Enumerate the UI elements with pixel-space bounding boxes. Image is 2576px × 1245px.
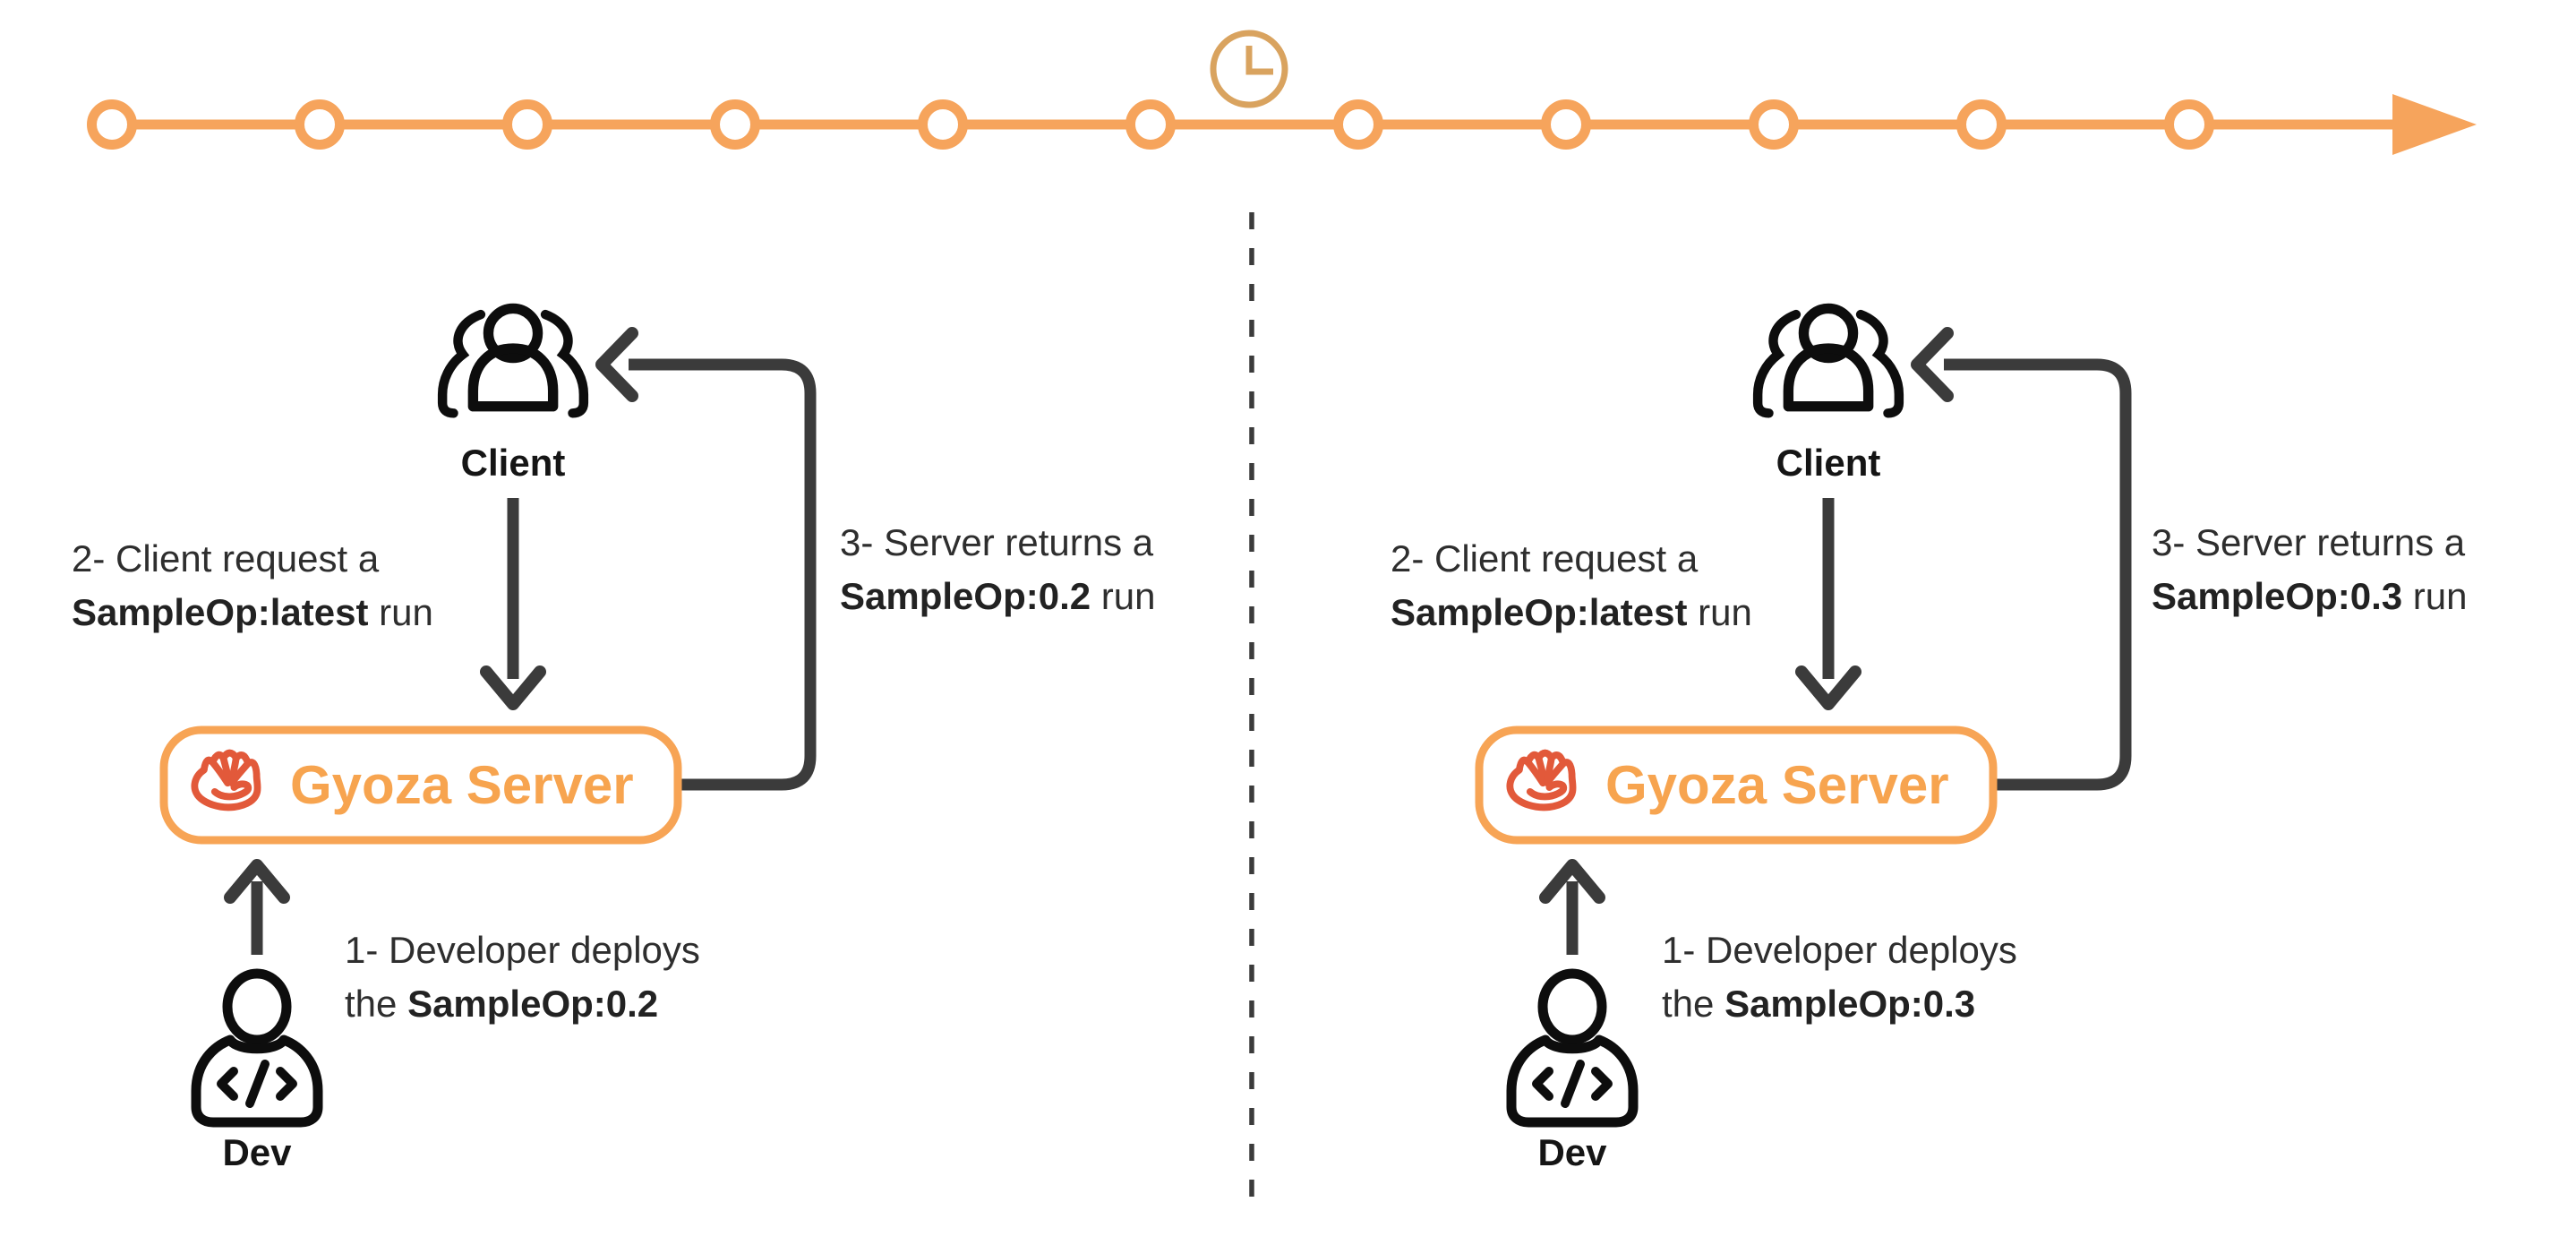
dev-label: Dev <box>222 1131 292 1173</box>
timeline-node-icon <box>1749 99 1799 150</box>
timeline-node-icon <box>295 99 345 150</box>
client-group-icon <box>1758 308 1899 413</box>
step1-line2: the SampleOp:0.3 <box>1662 983 1976 1025</box>
step1-text: 1- Developer deploys the SampleOp:0.2 <box>345 923 700 1031</box>
step3-line1: 3- Server returns a <box>2152 521 2466 563</box>
timeline-arrowhead-icon <box>2392 94 2477 155</box>
step2-line2: SampleOp:latest run <box>72 591 433 633</box>
timeline-node-icon <box>502 99 552 150</box>
timeline-nodes <box>87 99 2214 150</box>
timeline-node-icon <box>87 99 137 150</box>
timeline-node-icon <box>918 99 968 150</box>
flow-arrows <box>1545 333 2126 955</box>
timeline-node-icon <box>2164 99 2214 150</box>
clock-icon <box>1210 30 1288 108</box>
step2-line1: 2- Client request a <box>1391 537 1699 580</box>
step1-text: 1- Developer deploys the SampleOp:0.3 <box>1662 923 2017 1031</box>
dev-person-icon <box>196 974 318 1122</box>
step3-line2: SampleOp:0.3 run <box>2152 575 2468 617</box>
timeline-node-icon <box>710 99 760 150</box>
step2-text: 2- Client request a SampleOp:latest run <box>1391 532 1752 640</box>
client-label: Client <box>1776 442 1881 484</box>
dev-label: Dev <box>1537 1131 1607 1173</box>
timeline-node-icon <box>1956 99 2007 150</box>
step2-line1: 2- Client request a <box>72 537 380 580</box>
step2-text: 2- Client request a SampleOp:latest run <box>72 532 433 640</box>
server-label: Gyoza Server <box>1605 755 1949 815</box>
timeline-node-icon <box>1333 99 1383 150</box>
step1-line2: the SampleOp:0.2 <box>345 983 659 1025</box>
step2-line2: SampleOp:latest run <box>1391 591 1752 633</box>
timeline-node-icon <box>1125 99 1176 150</box>
step3-text: 3- Server returns a SampleOp:0.3 run <box>2152 516 2467 623</box>
timeline <box>87 30 2477 155</box>
timeline-node-icon <box>1541 99 1591 150</box>
client-label: Client <box>460 442 566 484</box>
step3-text: 3- Server returns a SampleOp:0.2 run <box>840 516 1155 623</box>
step3-line1: 3- Server returns a <box>840 521 1154 563</box>
server-label: Gyoza Server <box>290 755 634 815</box>
step1-line1: 1- Developer deploys <box>345 929 700 971</box>
dev-person-icon <box>1511 974 1633 1122</box>
client-group-icon <box>442 308 584 413</box>
step3-line2: SampleOp:0.2 run <box>840 575 1156 617</box>
step1-line1: 1- Developer deploys <box>1662 929 2017 971</box>
flow-arrows <box>230 333 810 955</box>
